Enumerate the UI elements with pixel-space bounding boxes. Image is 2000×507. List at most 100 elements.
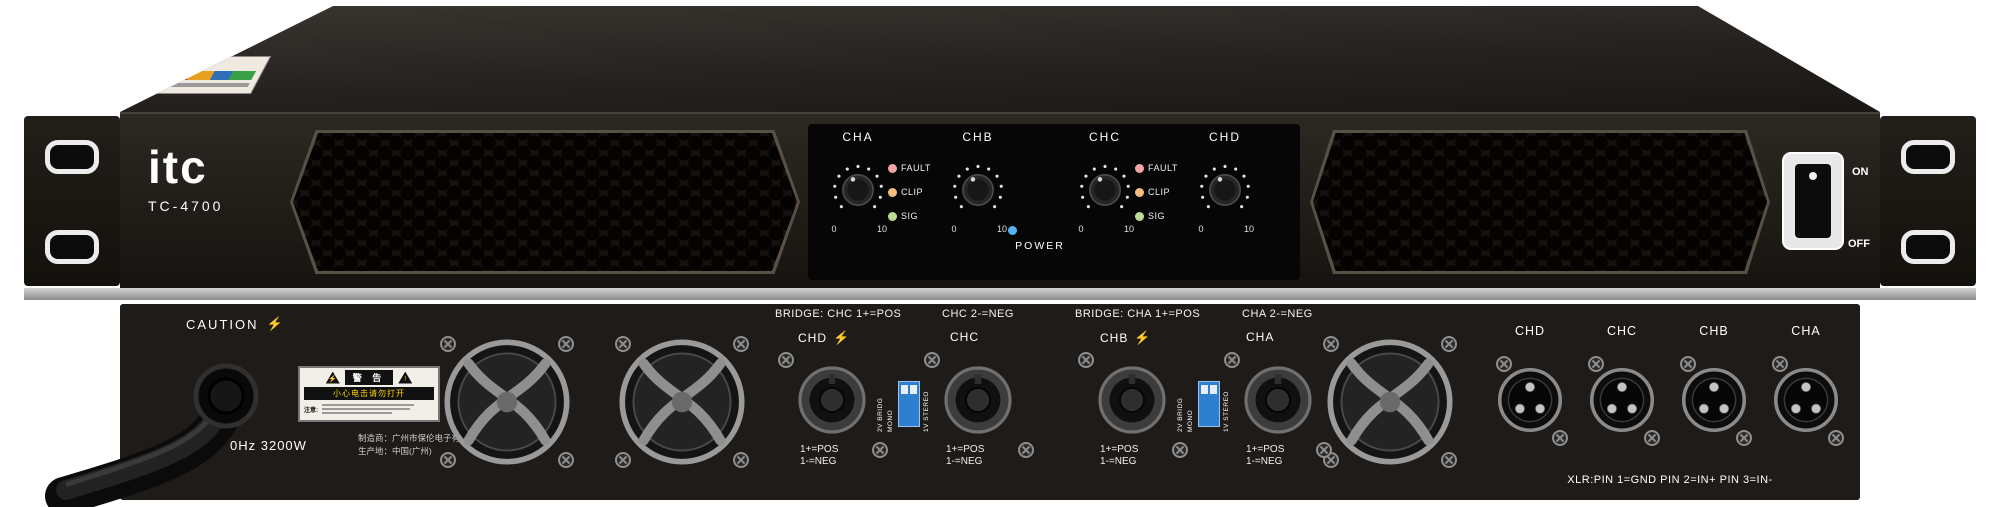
lightning-icon: ⚡ bbox=[1134, 330, 1152, 345]
screw-icon bbox=[1680, 356, 1696, 372]
screw-icon bbox=[1736, 430, 1752, 446]
brand-block: itc TC-4700 bbox=[148, 144, 223, 214]
warning-note-label: 注意: bbox=[304, 407, 318, 414]
dip-label-stereo: 1V STEREO bbox=[1222, 391, 1230, 432]
screw-icon bbox=[1224, 352, 1240, 368]
xlr-label-chc: CHC bbox=[1606, 324, 1638, 338]
screw-icon bbox=[1644, 430, 1660, 446]
rocker-indicator bbox=[1809, 172, 1817, 180]
caution-label: CAUTION bbox=[186, 316, 259, 332]
dip-toggle[interactable] bbox=[900, 385, 908, 394]
chassis-top-face: itc bbox=[120, 6, 1880, 112]
xlr-connector-chd bbox=[1497, 367, 1563, 433]
polarity-note: 1+=POS 1-=NEG bbox=[800, 444, 838, 468]
fault-led bbox=[888, 164, 897, 173]
power-switch[interactable] bbox=[1782, 152, 1844, 250]
fault-led-label: FAULT bbox=[1148, 163, 1178, 173]
screw-icon bbox=[440, 336, 456, 352]
speakon-channel: CHD bbox=[798, 331, 827, 345]
warning-title: 警 告 bbox=[344, 370, 394, 385]
dip-switch-body[interactable] bbox=[1197, 381, 1220, 427]
chd-gain-knob[interactable] bbox=[1197, 162, 1253, 218]
certification-sticker: itc bbox=[144, 56, 272, 94]
dip-toggle[interactable] bbox=[909, 385, 917, 394]
bridge-label-cha2: CHA 2-=NEG bbox=[1242, 308, 1313, 320]
screw-icon bbox=[615, 336, 631, 352]
sig-led-label: SIG bbox=[1148, 211, 1166, 221]
cooling-fan bbox=[619, 339, 745, 465]
scale-max: 10 bbox=[996, 224, 1007, 234]
production-line: 生产地：中国(广州) bbox=[358, 446, 432, 456]
scale-max: 10 bbox=[876, 224, 887, 234]
power-cord bbox=[45, 363, 259, 507]
sig-led bbox=[888, 212, 897, 221]
channel-label-chd: CHD bbox=[1209, 130, 1241, 144]
speakon-label-chb: CHB ⚡ bbox=[1100, 330, 1152, 346]
brand-logo: itc bbox=[148, 141, 208, 193]
clip-led-label: CLIP bbox=[901, 187, 924, 197]
sticker-line bbox=[155, 83, 250, 87]
polarity-note: 1+=POS 1-=NEG bbox=[1100, 444, 1138, 468]
mode-dip-switch-left: 2V BRIDG MONO 1V STEREO bbox=[876, 374, 931, 432]
mount-hole bbox=[45, 230, 99, 264]
scale-min: 0 bbox=[951, 224, 957, 234]
scale-min: 0 bbox=[831, 224, 837, 234]
xlr-connector-chb bbox=[1681, 367, 1747, 433]
power-rocker[interactable] bbox=[1795, 164, 1831, 238]
fault-led-label: FAULT bbox=[901, 163, 931, 173]
front-panel: itc TC-4700 CHA 0 10 FAULT CLIP SIG CHB bbox=[120, 112, 1880, 288]
xlr-label-chb: CHB bbox=[1699, 324, 1729, 338]
speakon-channel: CHB bbox=[1100, 331, 1129, 345]
channel-label-chb: CHB bbox=[962, 130, 994, 144]
dip-switch-body[interactable] bbox=[897, 381, 920, 427]
speakon-connector-chb bbox=[1098, 366, 1166, 434]
screw-icon bbox=[1316, 442, 1332, 458]
bridge-label-cha: BRIDGE: CHA 1+=POS bbox=[1075, 308, 1201, 320]
screw-icon bbox=[1441, 452, 1457, 468]
rear-panel: CAUTION ⚡ ⚡ 警 告 ! 小心电击请勿打开 注意: 0Hz 3200W… bbox=[120, 304, 1860, 500]
screw-icon bbox=[1772, 356, 1788, 372]
mount-hole bbox=[1901, 230, 1955, 264]
dip-label-stereo: 1V STEREO bbox=[922, 391, 930, 432]
screw-icon bbox=[733, 336, 749, 352]
scale-min: 0 bbox=[1198, 224, 1204, 234]
screw-icon bbox=[872, 442, 888, 458]
bottom-trim-strip bbox=[24, 288, 1976, 300]
dip-toggle[interactable] bbox=[1200, 385, 1208, 394]
fault-led bbox=[1135, 164, 1144, 173]
speakon-connector-chc bbox=[944, 366, 1012, 434]
dip-label-bridge: 2V BRIDG MONO bbox=[877, 397, 894, 432]
polarity-neg: 1-=NEG bbox=[1100, 456, 1137, 467]
control-panel: CHA 0 10 FAULT CLIP SIG CHB 0 10 bbox=[808, 124, 1300, 280]
chc-gain-knob[interactable] bbox=[1077, 162, 1133, 218]
clip-led bbox=[1135, 188, 1144, 197]
screw-icon bbox=[1078, 352, 1094, 368]
scale-max: 10 bbox=[1123, 224, 1134, 234]
sticker-brand: itc bbox=[165, 58, 183, 69]
speakon-label-cha: CHA bbox=[1246, 330, 1274, 344]
screw-icon bbox=[440, 452, 456, 468]
warning-line: 小心电击请勿打开 bbox=[304, 387, 434, 400]
dip-toggle[interactable] bbox=[1209, 385, 1217, 394]
power-led bbox=[1008, 226, 1017, 235]
bridge-label-chc: BRIDGE: CHC 1+=POS bbox=[775, 308, 902, 320]
switch-off-label: OFF bbox=[1848, 238, 1870, 250]
honeycomb-pattern bbox=[293, 133, 797, 271]
cooling-fan bbox=[1327, 339, 1453, 465]
sig-led-label: SIG bbox=[901, 211, 919, 221]
screw-icon bbox=[924, 352, 940, 368]
speakon-label-chc: CHC bbox=[950, 330, 979, 344]
warning-label: ⚡ 警 告 ! 小心电击请勿打开 注意: bbox=[298, 366, 440, 422]
screw-icon bbox=[1441, 336, 1457, 352]
switch-on-label: ON bbox=[1852, 166, 1869, 178]
cha-gain-knob[interactable] bbox=[830, 162, 886, 218]
chb-gain-knob[interactable] bbox=[950, 162, 1006, 218]
speakon-connector-cha bbox=[1244, 366, 1312, 434]
xlr-label-chd: CHD bbox=[1514, 324, 1546, 338]
screw-icon bbox=[1496, 356, 1512, 372]
screw-icon bbox=[558, 336, 574, 352]
screw-icon bbox=[733, 452, 749, 468]
screw-icon bbox=[1828, 430, 1844, 446]
mount-hole bbox=[1901, 140, 1955, 174]
